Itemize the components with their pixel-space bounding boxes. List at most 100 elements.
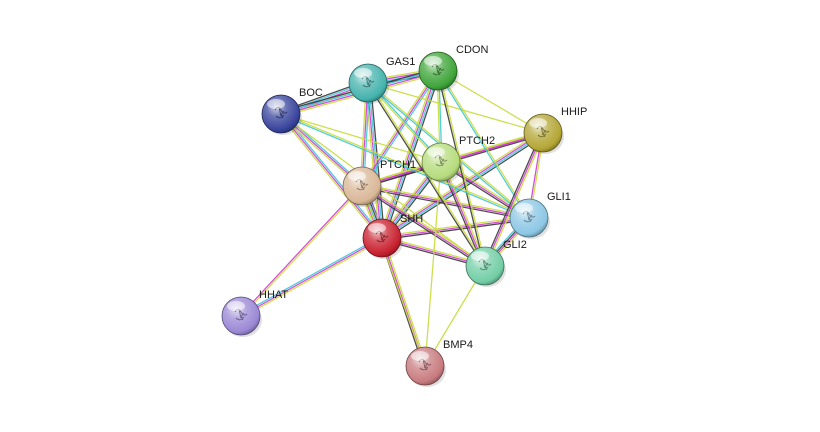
node-highlight [411, 351, 429, 361]
node-label-ptch2: PTCH2 [459, 135, 495, 147]
node-highlight [267, 99, 285, 109]
edge-line-magenta [239, 184, 362, 316]
edge-gas1-hhip [367, 82, 544, 134]
node-label-bmp4: BMP4 [443, 339, 473, 351]
edge-line-magenta [381, 131, 543, 238]
edge-line-yellow [424, 265, 486, 367]
edge-line-magenta [240, 237, 383, 317]
edge-line-yellow [280, 113, 486, 267]
labels-layer: SHHPTCH1PTCH2GAS1CDONBOCHHIPGLI1GLI2HHAT… [259, 44, 587, 351]
edge-line-yellow [362, 183, 530, 217]
edge-line-magenta [361, 70, 439, 187]
edge-line-yellow [437, 70, 544, 134]
edge-gli2-bmp4 [424, 265, 486, 367]
node-highlight [427, 147, 445, 157]
edge-line-yellow [382, 237, 428, 366]
edge-line-magenta [280, 113, 383, 239]
edge-line-black [360, 186, 485, 268]
node-gas1[interactable] [348, 63, 389, 105]
edge-line-yellow [485, 133, 546, 267]
edge-line-yellow [281, 112, 530, 218]
edge-line-yellow [424, 161, 442, 367]
node-bmp4[interactable] [405, 346, 446, 388]
edge-line-yellow [361, 185, 426, 367]
edge-line-black [382, 219, 530, 241]
edge-line-yellow [241, 238, 384, 319]
structure-icon [478, 258, 492, 271]
node-label-boc: BOC [299, 87, 323, 99]
edge-line-magenta [380, 70, 438, 238]
node-gli2[interactable] [465, 246, 506, 288]
edge-line-magenta [361, 185, 486, 267]
node-highlight [515, 203, 533, 213]
edge-line-cyan [239, 235, 382, 316]
edge-line-cyan [382, 133, 544, 240]
edge-line-black [383, 71, 442, 240]
node-cdon[interactable] [418, 51, 459, 93]
node-hhat[interactable] [221, 296, 262, 338]
edge-line-cyan [382, 71, 440, 239]
edge-line-yellow [381, 215, 529, 237]
node-gli1[interactable] [509, 198, 550, 240]
node-hhip[interactable] [523, 113, 564, 155]
node-highlight [354, 68, 372, 78]
node-label-shh: SHH [400, 213, 423, 225]
edge-line-yellow [438, 70, 487, 266]
structure-icon [434, 154, 448, 167]
edge-line-yellow [241, 186, 364, 318]
edge-shh-hhat [239, 235, 384, 319]
edge-line-cyan [436, 71, 529, 219]
node-ptch2[interactable] [421, 142, 462, 184]
structure-icon [375, 230, 389, 243]
node-label-cdon: CDON [456, 44, 488, 56]
edge-ptch1-bmp4 [361, 185, 426, 367]
edge-line-cyan [281, 112, 384, 238]
edge-line-black [436, 71, 485, 267]
edge-boc-gli1 [280, 112, 530, 220]
node-highlight [424, 56, 442, 66]
nodes-layer [221, 51, 564, 388]
edge-ptch2-bmp4 [424, 161, 442, 367]
node-label-gli1: GLI1 [547, 191, 571, 203]
node-label-hhat: HHAT [259, 289, 288, 301]
structure-icon [234, 308, 248, 321]
edge-line-magenta [484, 132, 544, 267]
edge-line-cyan [280, 114, 529, 220]
edge-ptch1-cdon [360, 69, 440, 188]
node-shh[interactable] [362, 218, 403, 260]
node-highlight [227, 301, 245, 311]
node-label-gas1: GAS1 [386, 56, 415, 68]
edge-line-black [361, 187, 529, 221]
edge-line-black [482, 132, 543, 266]
edge-line-black [383, 134, 545, 241]
node-label-gli2: GLI2 [503, 239, 527, 251]
edge-line-cyan [368, 82, 384, 238]
edge-hhip-gli2 [482, 132, 546, 267]
structure-icon [361, 75, 375, 88]
edge-line-yellow [378, 69, 437, 238]
edge-cdon-hhip [437, 70, 544, 134]
node-boc[interactable] [261, 94, 302, 136]
structure-icon [418, 358, 432, 371]
edge-cdon-gli2 [436, 70, 487, 267]
edge-line-yellow [360, 69, 438, 186]
structure-icon [536, 125, 550, 138]
structure-icon [522, 210, 536, 223]
edge-line-yellow [367, 82, 544, 134]
edge-shh-hhip [380, 130, 545, 241]
edge-line-yellow [380, 130, 542, 237]
structure-icon [274, 106, 288, 119]
node-highlight [348, 171, 366, 181]
edge-shh-boc [279, 112, 384, 240]
edge-line-magenta [366, 83, 382, 239]
edge-line-yellow [279, 114, 382, 240]
node-label-ptch1: PTCH1 [380, 159, 416, 171]
node-highlight [471, 251, 489, 261]
node-ptch1[interactable] [342, 166, 383, 208]
edge-boc-gli2 [280, 113, 486, 267]
structure-icon [431, 63, 445, 76]
edge-line-cyan [362, 71, 440, 188]
node-highlight [529, 118, 547, 128]
